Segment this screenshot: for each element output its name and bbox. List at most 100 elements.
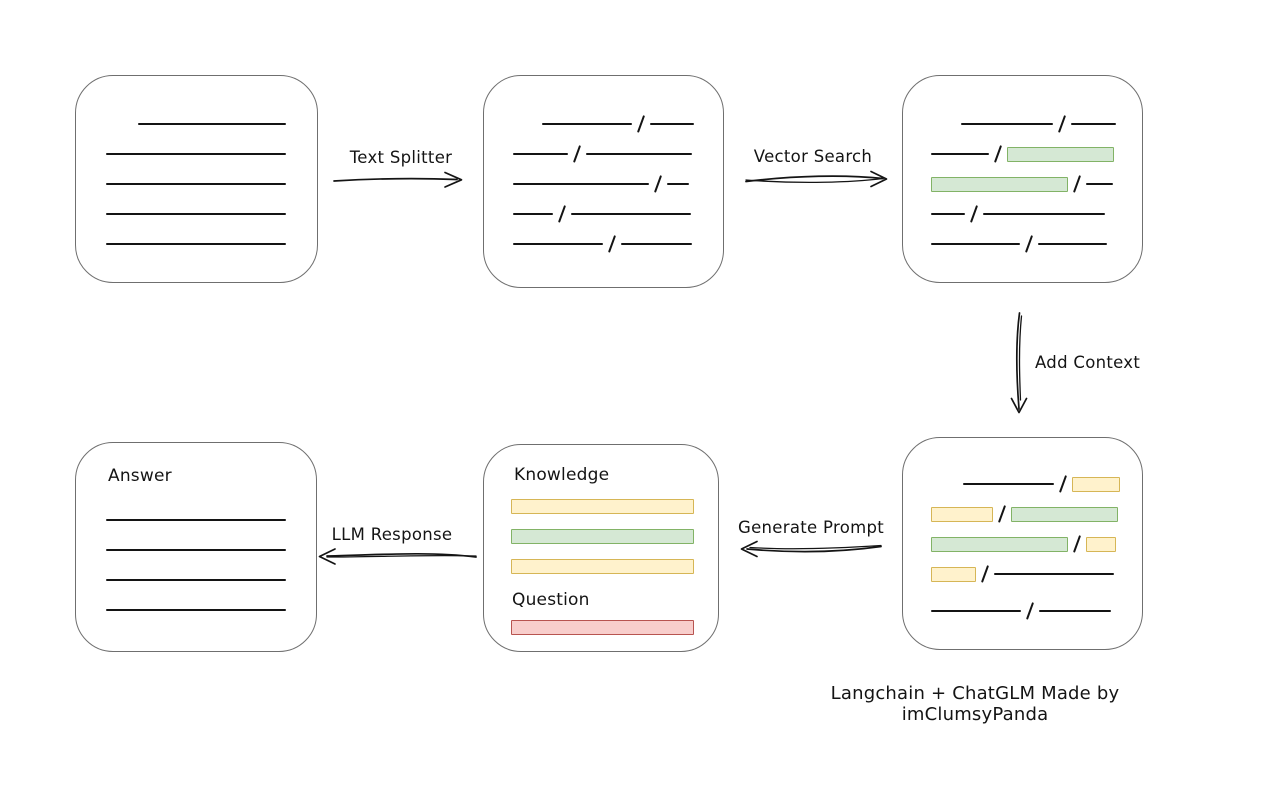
text-line [106, 183, 286, 185]
text-row [76, 139, 317, 169]
text-line [586, 153, 693, 155]
text-row [903, 596, 1142, 626]
yellow-chunk [1072, 476, 1121, 492]
text-line [1086, 183, 1114, 185]
text-row [76, 169, 317, 199]
text-row [76, 595, 316, 625]
text-line [106, 243, 286, 245]
yellow-chunk [1086, 536, 1117, 552]
prompt-box: Knowledge Question [483, 444, 719, 652]
slash-separator [1058, 475, 1068, 493]
text-line [621, 243, 693, 245]
text-row [903, 229, 1142, 259]
yellow-chunk [931, 506, 993, 522]
text-row [903, 199, 1142, 229]
text-line [931, 610, 1021, 612]
vector-results-box [902, 75, 1143, 283]
green-chunk [1007, 146, 1115, 162]
text-row [484, 109, 723, 139]
text-row [903, 559, 1142, 589]
answer-box: Answer [75, 442, 317, 652]
generate-prompt-arrow [740, 540, 882, 558]
text-line [513, 153, 568, 155]
text-line [106, 609, 286, 611]
text-line [106, 549, 286, 551]
slash-separator [1024, 235, 1034, 253]
slash-separator [993, 145, 1003, 163]
question-bars [511, 620, 718, 635]
slash-separator [557, 205, 567, 223]
green-chunk [931, 536, 1068, 552]
context-lines [903, 438, 1142, 626]
slash-separator [1072, 535, 1082, 553]
text-row [76, 565, 316, 595]
text-line [931, 243, 1020, 245]
vector-results-lines [903, 76, 1142, 259]
text-line [571, 213, 692, 215]
green-chunk [1011, 506, 1119, 522]
text-row [76, 229, 317, 259]
text-splitter-arrow [333, 171, 463, 188]
text-line [138, 123, 286, 125]
knowledge-bars [511, 499, 718, 574]
knowledge-title: Knowledge [514, 465, 610, 485]
text-row [76, 109, 317, 139]
answer-title: Answer [108, 466, 172, 486]
red-bar [511, 620, 694, 635]
text-line [983, 213, 1106, 215]
generate-prompt-label: Generate Prompt [738, 518, 884, 537]
slash-separator [653, 175, 663, 193]
split-chunks-lines [484, 76, 723, 259]
green-chunk [931, 176, 1068, 192]
document-box [75, 75, 318, 283]
text-row [903, 469, 1142, 499]
text-line [106, 519, 286, 521]
yellow-chunk [931, 566, 976, 582]
green-bar [511, 529, 694, 544]
text-line [963, 483, 1054, 485]
slash-separator [1072, 175, 1082, 193]
llm-response-arrow [318, 548, 477, 565]
text-row [76, 199, 317, 229]
answer-lines [76, 486, 316, 625]
text-line [542, 123, 632, 125]
slash-separator [1025, 602, 1035, 620]
text-line [1039, 610, 1112, 612]
text-row [903, 139, 1142, 169]
text-row [903, 109, 1142, 139]
llm-response-label: LLM Response [331, 525, 453, 544]
vector-search-label: Vector Search [753, 147, 873, 166]
text-splitter-label: Text Splitter [349, 148, 453, 167]
diagram-caption: Langchain + ChatGLM Made by imClumsyPand… [830, 683, 1120, 725]
text-row [903, 499, 1142, 529]
text-line [1071, 123, 1117, 125]
text-line [1038, 243, 1108, 245]
text-row [903, 529, 1142, 559]
slash-separator [980, 565, 990, 583]
split-chunks-box [483, 75, 724, 288]
slash-separator [636, 115, 646, 133]
text-row [76, 535, 316, 565]
text-row [76, 505, 316, 535]
document-lines [76, 76, 317, 259]
text-line [667, 183, 690, 185]
text-line [513, 183, 649, 185]
yellow-bar [511, 559, 694, 574]
text-line [931, 213, 965, 215]
yellow-bar [511, 499, 694, 514]
text-line [994, 573, 1115, 575]
text-row [484, 229, 723, 259]
text-row [903, 169, 1142, 199]
add-context-arrow [1010, 312, 1028, 414]
text-line [106, 153, 286, 155]
text-line [513, 243, 603, 245]
text-line [513, 213, 553, 215]
vector-search-arrow [745, 170, 888, 188]
slash-separator [1057, 115, 1067, 133]
text-row [484, 199, 723, 229]
slash-separator [969, 205, 979, 223]
context-box [902, 437, 1143, 650]
text-line [931, 153, 989, 155]
text-line [961, 123, 1053, 125]
text-row [484, 169, 723, 199]
